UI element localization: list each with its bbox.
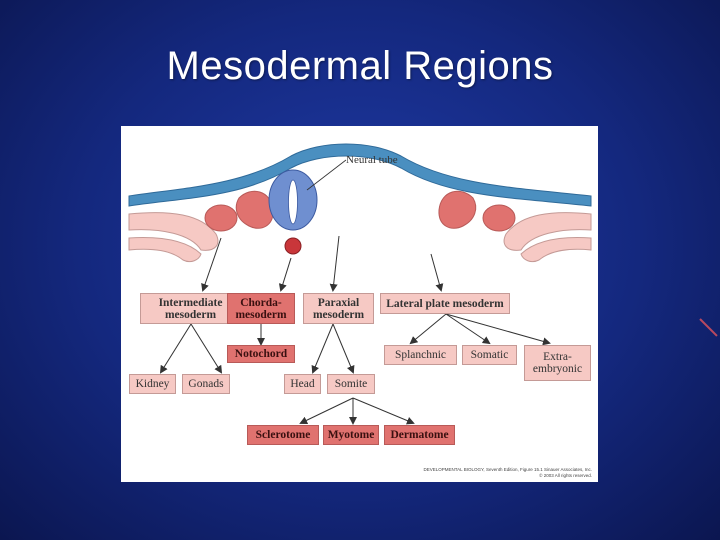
box-splanchnic: Splanchnic	[384, 345, 457, 365]
paraxial-mesoderm-left	[235, 190, 274, 229]
box-lateral-plate-mesoderm: Lateral plate mesoderm	[380, 293, 510, 314]
box-extraembryonic: Extra- embryonic	[524, 345, 591, 381]
intermediate-mesoderm-left	[204, 204, 238, 232]
box-paraxial-mesoderm: Paraxial mesoderm	[303, 293, 374, 324]
box-intermediate-mesoderm: Intermediate mesoderm	[140, 293, 241, 324]
box-head: Head	[284, 374, 321, 394]
figure-credit: DEVELOPMENTAL BIOLOGY, Seventh Edition, …	[372, 467, 593, 478]
lateral-plate-right	[503, 212, 592, 251]
box-kidney: Kidney	[129, 374, 176, 394]
box-myotome: Myotome	[323, 425, 379, 445]
lateral-plate-right-lower	[520, 237, 592, 263]
ectoderm-layer	[128, 143, 592, 207]
lateral-plate-left	[128, 212, 219, 251]
paraxial-mesoderm-right	[438, 190, 477, 229]
notochord-circle	[284, 237, 302, 255]
slide-title: Mesodermal Regions	[166, 44, 554, 88]
box-chordamesoderm: Chorda- mesoderm	[227, 293, 295, 324]
figure-drawing	[128, 143, 592, 425]
box-somite: Somite	[327, 374, 375, 394]
box-gonads: Gonads	[182, 374, 230, 394]
label-neural-tube: Neural tube	[346, 154, 398, 166]
intermediate-mesoderm-right	[482, 204, 516, 232]
edge-line-mark	[699, 318, 718, 337]
box-dermatome: Dermatome	[384, 425, 455, 445]
box-somatic: Somatic	[462, 345, 517, 365]
box-notochord: Notochord	[227, 345, 295, 363]
lateral-plate-left-lower	[128, 237, 202, 263]
figure-credit-line-2: © 2003 All rights reserved.	[539, 472, 592, 478]
neural-tube-lumen	[288, 179, 298, 225]
mesoderm-figure: Neural tube Intermediate mesoderm Chorda…	[121, 126, 598, 482]
neural-tube-pointer	[306, 159, 347, 191]
figure-credit-line-1: DEVELOPMENTAL BIOLOGY, Seventh Edition, …	[423, 467, 593, 472]
box-sclerotome: Sclerotome	[247, 425, 319, 445]
